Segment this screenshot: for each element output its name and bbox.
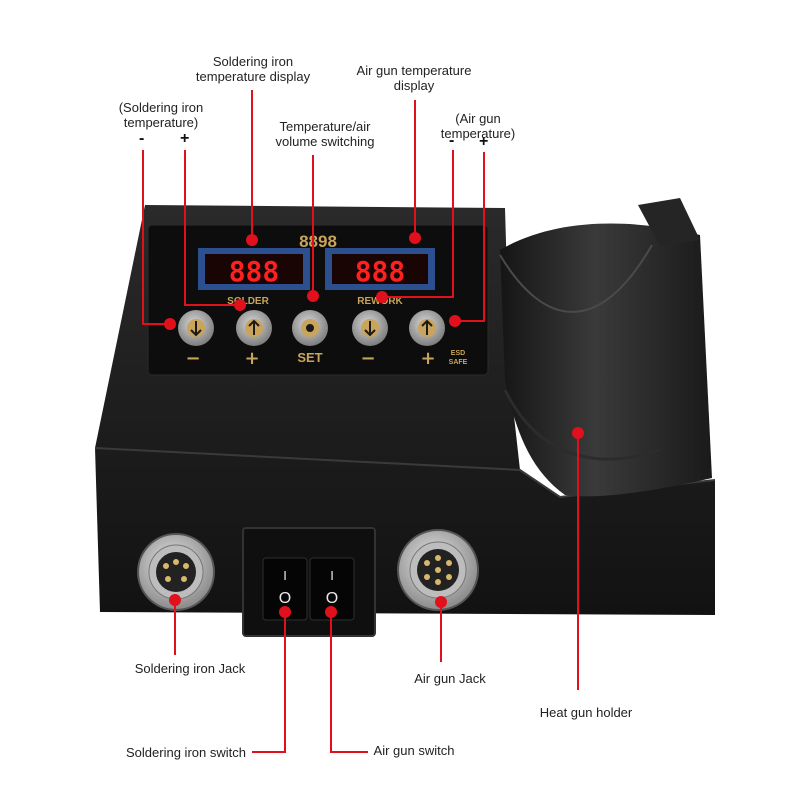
- air-temperature-callout: (Air gun temperature): [426, 111, 530, 141]
- dot-air-display: [409, 232, 421, 244]
- iron-minus-mark: −: [185, 348, 200, 369]
- iron-plus-mark: +: [244, 348, 259, 369]
- iron-temperature-display: [198, 248, 310, 290]
- leader-iron-plus: [184, 150, 240, 306]
- air-display-callout-line1: Air gun temperature: [356, 63, 472, 78]
- air-display-callout-line2: display: [393, 78, 435, 93]
- dot-iron-minus: [164, 318, 176, 330]
- holder-callout: Heat gun holder: [539, 705, 633, 720]
- iron-down-button[interactable]: [178, 310, 214, 346]
- dot-iron-plus: [234, 299, 246, 311]
- iron-switch-callout: Soldering iron switch: [126, 745, 246, 760]
- air-switch-callout: Air gun switch: [373, 743, 455, 758]
- air-jack-callout: Air gun Jack: [414, 671, 486, 686]
- dot-holder: [572, 427, 584, 439]
- switching-callout: Temperature/air volume switching: [258, 119, 392, 149]
- switching-callout-line2: volume switching: [275, 134, 375, 149]
- dot-air-plus: [449, 315, 461, 327]
- air-temperature-display: [325, 248, 435, 290]
- air-down-button[interactable]: [352, 310, 388, 346]
- heat-gun-holder: [499, 198, 712, 497]
- callout-lines: [142, 90, 579, 753]
- iron-switch-off-mark: O: [279, 590, 291, 607]
- air-minus-callout: -: [449, 132, 455, 149]
- iron-temperature-callout: (Soldering iron temperature): [102, 100, 220, 130]
- dot-iron-display: [246, 234, 258, 246]
- air-switch-off-mark: O: [326, 590, 338, 607]
- set-label: SET: [297, 350, 322, 365]
- solder-label: SOLDER: [227, 296, 269, 307]
- iron-display-callout: Soldering iron temperature display: [180, 54, 326, 84]
- esd-label-top: ESD: [451, 350, 465, 357]
- air-switch-on-mark: I: [330, 568, 334, 583]
- air-temperature-callout-line1: (Air gun: [455, 111, 501, 126]
- dot-air-switch: [325, 606, 337, 618]
- switching-callout-line1: Temperature/air: [279, 119, 371, 134]
- dot-iron-switch: [279, 606, 291, 618]
- iron-switch-on-mark: I: [283, 568, 287, 583]
- iron-jack-callout: Soldering iron Jack: [134, 661, 246, 676]
- iron-temperature-callout-line1: (Soldering iron: [118, 100, 204, 115]
- iron-display-callout-line1: Soldering iron: [212, 54, 294, 69]
- esd-label-bottom: SAFE: [449, 359, 468, 366]
- air-display-digits: 888: [355, 255, 406, 288]
- dot-air-minus: [376, 291, 388, 303]
- soldering-iron-jack[interactable]: [137, 533, 215, 611]
- air-gun-jack[interactable]: [397, 529, 479, 611]
- dot-iron-jack: [169, 594, 181, 606]
- iron-display-callout-line2: temperature display: [195, 69, 311, 84]
- model-label: 8898: [299, 232, 337, 251]
- air-display-callout: Air gun temperature display: [344, 63, 484, 93]
- air-up-button[interactable]: [409, 310, 445, 346]
- dot-switching: [307, 290, 319, 302]
- iron-temperature-callout-line2: temperature): [123, 115, 199, 130]
- air-plus-mark: +: [420, 348, 435, 369]
- leader-air-switch: [330, 612, 368, 753]
- leader-air-plus: [455, 152, 485, 322]
- leader-iron-switch: [252, 612, 286, 753]
- air-minus-mark: −: [360, 348, 375, 369]
- iron-display-digits: 888: [229, 255, 280, 288]
- air-temperature-callout-line2: temperature): [440, 126, 516, 141]
- set-button[interactable]: [292, 310, 328, 346]
- dot-air-jack: [435, 596, 447, 608]
- callout-dots: [164, 232, 584, 618]
- leader-air-minus: [382, 150, 454, 298]
- air-plus-callout: +: [479, 133, 489, 150]
- iron-up-button[interactable]: [236, 310, 272, 346]
- leader-iron-minus: [142, 150, 170, 325]
- iron-minus-callout: -: [139, 130, 145, 147]
- iron-plus-callout: +: [180, 130, 190, 147]
